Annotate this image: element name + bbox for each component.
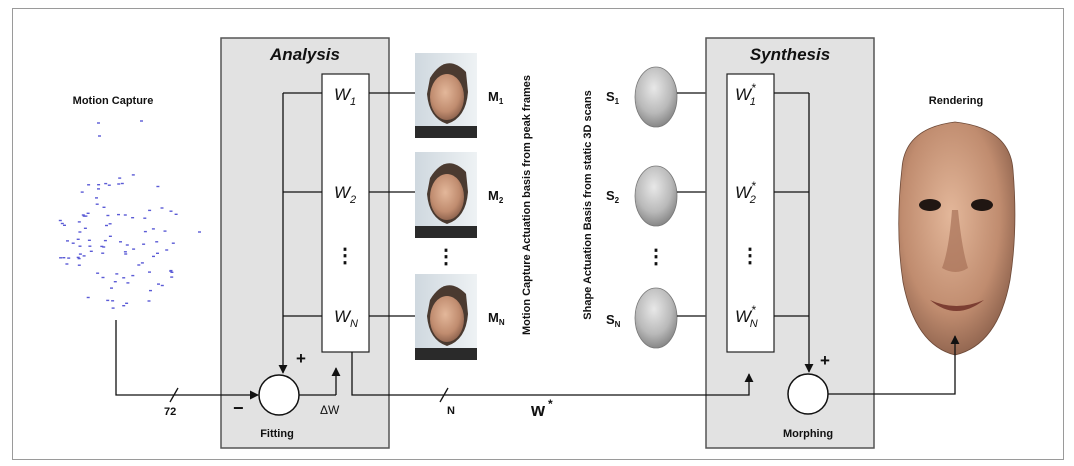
analysis-weight-2-subscript: 2 — [349, 194, 356, 206]
weight-dim-label: N — [447, 405, 455, 417]
morphing-plus-sign: + — [820, 351, 830, 370]
rendered-face — [898, 121, 1016, 356]
analysis-weight-n-symbol: W — [334, 307, 352, 326]
shape-label-2: S2 — [606, 188, 620, 205]
shape-label-n: SN — [606, 312, 621, 329]
synthesis-weight-bar — [726, 73, 775, 353]
mocap-label-n: MN — [488, 310, 505, 327]
analysis-weight-1-subscript: 1 — [350, 96, 356, 108]
morphing-label: Morphing — [783, 428, 833, 440]
fitting-summing-node — [258, 374, 300, 416]
analysis-weight-1-symbol: W — [334, 85, 352, 104]
mocap-signal-line — [115, 320, 259, 400]
fitting-minus-sign: − — [233, 398, 244, 418]
shape-basis-caption: Shape Actuation Basis from static 3D sca… — [582, 90, 594, 319]
svg-text:W*N: W*N — [735, 303, 758, 330]
shape-scan-2 — [634, 165, 678, 227]
motion-capture-label: Motion Capture — [73, 95, 154, 107]
synthesis-weight-2: W*2 — [735, 179, 756, 206]
fitting-label: Fitting — [260, 428, 294, 440]
analysis-weight-2-symbol: W — [334, 183, 352, 202]
analysis-weight-2: W2 — [334, 183, 356, 206]
mocap-frame-2 — [415, 152, 477, 238]
mocap-ellipsis: ⋮ — [436, 246, 456, 268]
analysis-weight-n: WN — [334, 307, 358, 330]
shape-label-1: S1 — [606, 89, 620, 106]
mocap-dim-tick — [169, 387, 179, 403]
svg-text:W*1: W*1 — [735, 81, 756, 108]
synthesis-title: Synthesis — [750, 45, 830, 64]
svg-text:W1: W1 — [334, 85, 356, 108]
mocap-label-2: M2 — [488, 188, 504, 205]
mocap-point-cloud — [58, 120, 201, 309]
svg-text:W2: W2 — [334, 183, 356, 206]
analysis-weight-1: W1 — [334, 85, 356, 108]
svg-text:W*2: W*2 — [735, 179, 756, 206]
w-star-line — [351, 352, 754, 396]
analysis-ellipsis: ⋮ — [335, 245, 355, 267]
shape-scan-n — [634, 287, 678, 349]
mocap-frame-n — [415, 274, 477, 360]
morphing-summing-node — [787, 373, 829, 415]
mocap-dim-label: 72 — [164, 406, 176, 418]
rendering-label: Rendering — [929, 95, 983, 107]
mocap-frame-1 — [415, 53, 477, 138]
synthesis-weight-1: W*1 — [735, 81, 756, 108]
shape-scan-1 — [634, 66, 678, 128]
analysis-weight-n-subscript: N — [350, 318, 358, 330]
svg-text:WN: WN — [334, 307, 358, 330]
synthesis-weight-n: W*N — [735, 303, 758, 330]
render-signal-line — [828, 335, 960, 395]
shape-ellipsis: ⋮ — [646, 246, 666, 268]
mocap-label-1: M1 — [488, 89, 504, 106]
fitting-plus-sign: + — [296, 349, 306, 368]
mocap-basis-caption: Motion Capture Actuation basis from peak… — [521, 75, 533, 335]
analysis-weight-bar — [321, 73, 370, 353]
w-star-label: w* — [530, 397, 553, 420]
analysis-title: Analysis — [269, 45, 340, 64]
figure-frame — [12, 8, 1064, 460]
synthesis-ellipsis: ⋮ — [740, 245, 760, 267]
delta-w-label: ΔW — [320, 403, 340, 417]
weight-dim-tick — [439, 387, 449, 403]
